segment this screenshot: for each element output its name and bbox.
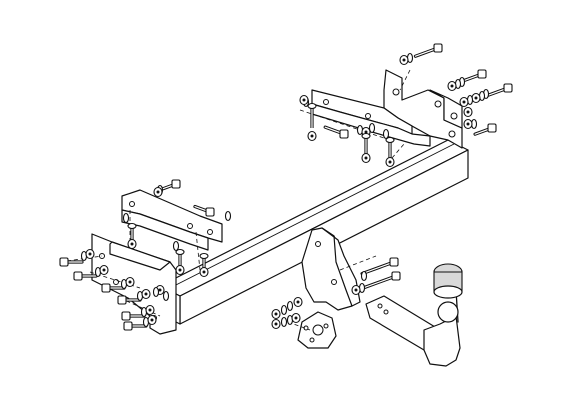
- bolt-head: [127, 222, 137, 230]
- nut-hole: [178, 268, 182, 272]
- washer: [368, 122, 376, 134]
- washer: [152, 286, 160, 298]
- bolt-head: [339, 129, 349, 139]
- nut-hole: [130, 242, 134, 246]
- bolt-head: [433, 43, 443, 53]
- washer: [162, 290, 170, 302]
- bolt-head: [391, 271, 401, 281]
- washer: [122, 212, 130, 224]
- washer: [382, 128, 390, 140]
- center-drop-bracket: [301, 227, 361, 311]
- nut-hole: [156, 190, 160, 194]
- nut-hole: [364, 130, 368, 134]
- bolt-head: [121, 311, 131, 321]
- nut-hole: [364, 156, 368, 160]
- nut-hole: [354, 288, 358, 292]
- nut-hole: [294, 316, 298, 320]
- nut-hole: [150, 318, 154, 322]
- socket-plate: [297, 311, 337, 349]
- bolt-head: [199, 252, 209, 260]
- nut-hole: [450, 84, 454, 88]
- bolt-shaft-highlight: [361, 261, 395, 275]
- washer: [280, 316, 288, 328]
- nut-hole: [274, 312, 278, 316]
- bolt-head: [477, 69, 487, 79]
- nut-hole: [302, 98, 306, 102]
- nut-hole: [462, 100, 466, 104]
- bolt-head: [101, 283, 111, 293]
- bolt-head: [307, 102, 317, 110]
- bolt-head: [59, 257, 69, 267]
- nut-hole: [144, 292, 148, 296]
- nut-hole: [202, 270, 206, 274]
- washer: [224, 210, 232, 222]
- bolt-head: [73, 271, 83, 281]
- nut-hole: [158, 288, 162, 292]
- bolt-shaft-highlight: [361, 275, 397, 289]
- washer: [286, 300, 294, 312]
- bolt-head: [385, 136, 395, 144]
- tow-ball-neck: [365, 263, 463, 367]
- washer: [360, 270, 368, 282]
- nut-hole: [402, 58, 406, 62]
- nut-hole: [466, 110, 470, 114]
- bolt-head: [175, 248, 185, 256]
- nut-hole: [296, 300, 300, 304]
- bolt-head: [123, 321, 133, 331]
- fastener-set: [59, 43, 513, 331]
- nut-hole: [88, 252, 92, 256]
- bolt-head: [171, 179, 181, 189]
- bolt-head: [361, 132, 371, 140]
- nut-hole: [128, 280, 132, 284]
- bolt-head: [487, 123, 497, 133]
- nut-hole: [274, 322, 278, 326]
- nut-hole: [474, 96, 478, 100]
- nut-hole: [388, 160, 392, 164]
- bolt-head: [503, 83, 513, 93]
- bolt-head: [205, 207, 215, 217]
- bolt-head: [389, 257, 399, 267]
- nut-hole: [148, 308, 152, 312]
- nut-hole: [310, 134, 314, 138]
- bolt-head: [117, 295, 127, 305]
- washer: [280, 304, 288, 316]
- nut-hole: [466, 122, 470, 126]
- washer: [172, 240, 180, 252]
- nut-hole: [102, 268, 106, 272]
- left-mounting-bracket: [121, 189, 223, 251]
- right-mounting-plate: [383, 69, 463, 149]
